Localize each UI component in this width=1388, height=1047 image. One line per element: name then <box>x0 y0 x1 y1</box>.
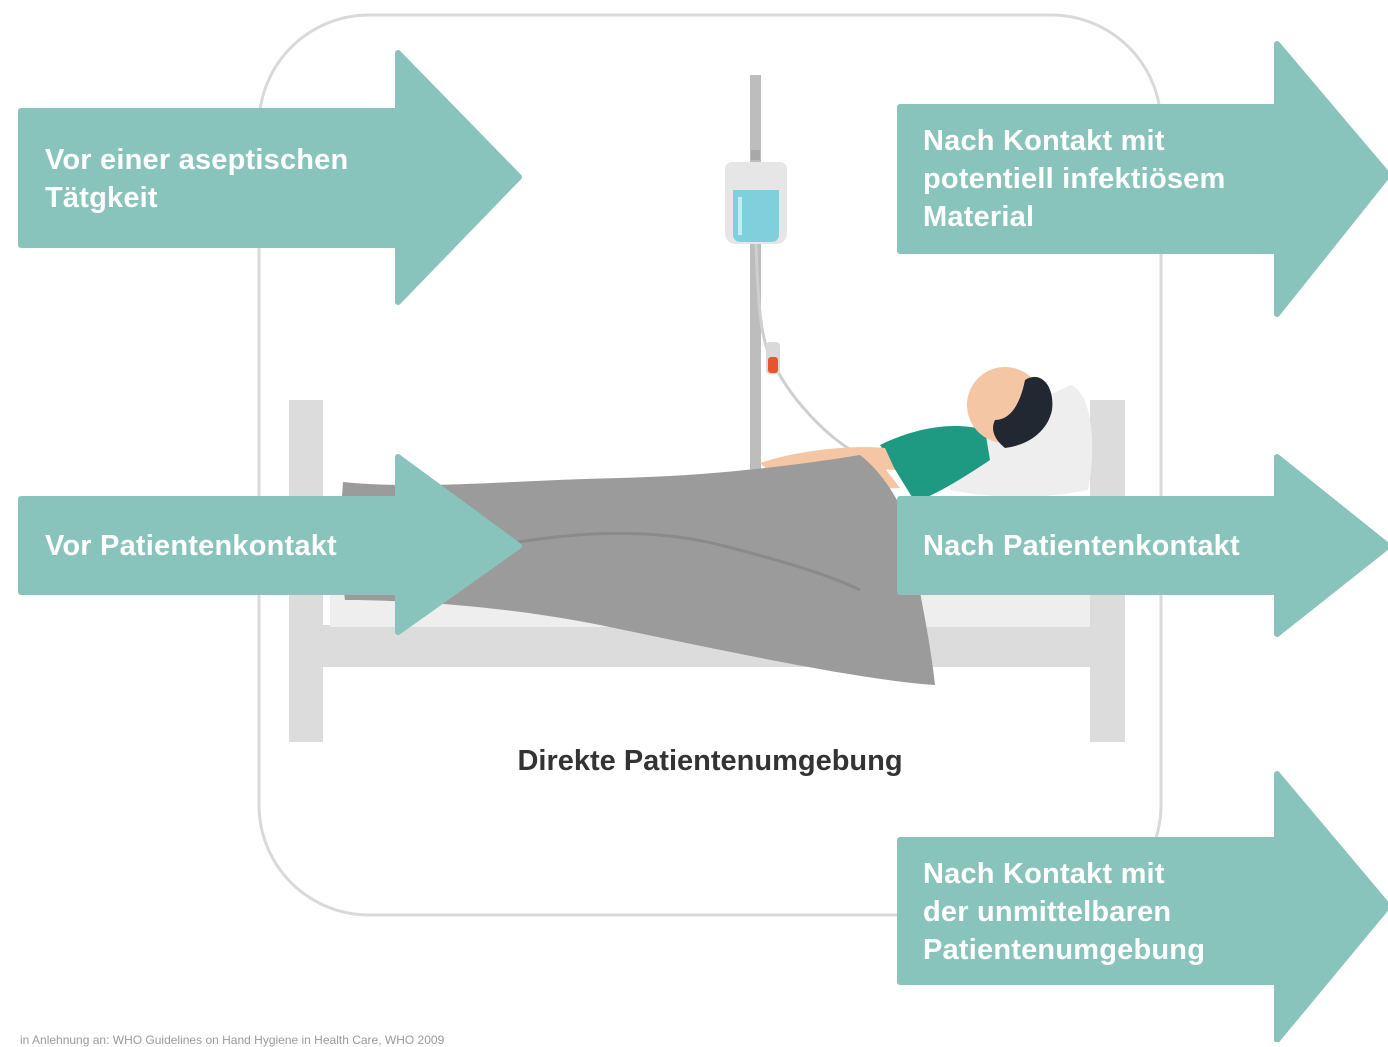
patient-zone-label: Direkte Patientenumgebung <box>460 745 960 778</box>
arrow-label-before-patient-contact: Vor Patientenkontakt <box>45 527 337 565</box>
arrow-label-after-patient-surroundings: Nach Kontakt mit der unmittelbaren Patie… <box>923 855 1205 969</box>
source-footnote: in Anlehnung an: WHO Guidelines on Hand … <box>20 1033 444 1047</box>
arrow-label-after-infectious-material: Nach Kontakt mit potentiell infektiösem … <box>923 122 1226 236</box>
arrow-label-before-aseptic: Vor einer aseptischen Tätgkeit <box>45 141 348 217</box>
arrow-label-after-patient-contact: Nach Patientenkontakt <box>923 527 1240 565</box>
iv-stand-icon <box>725 75 860 485</box>
